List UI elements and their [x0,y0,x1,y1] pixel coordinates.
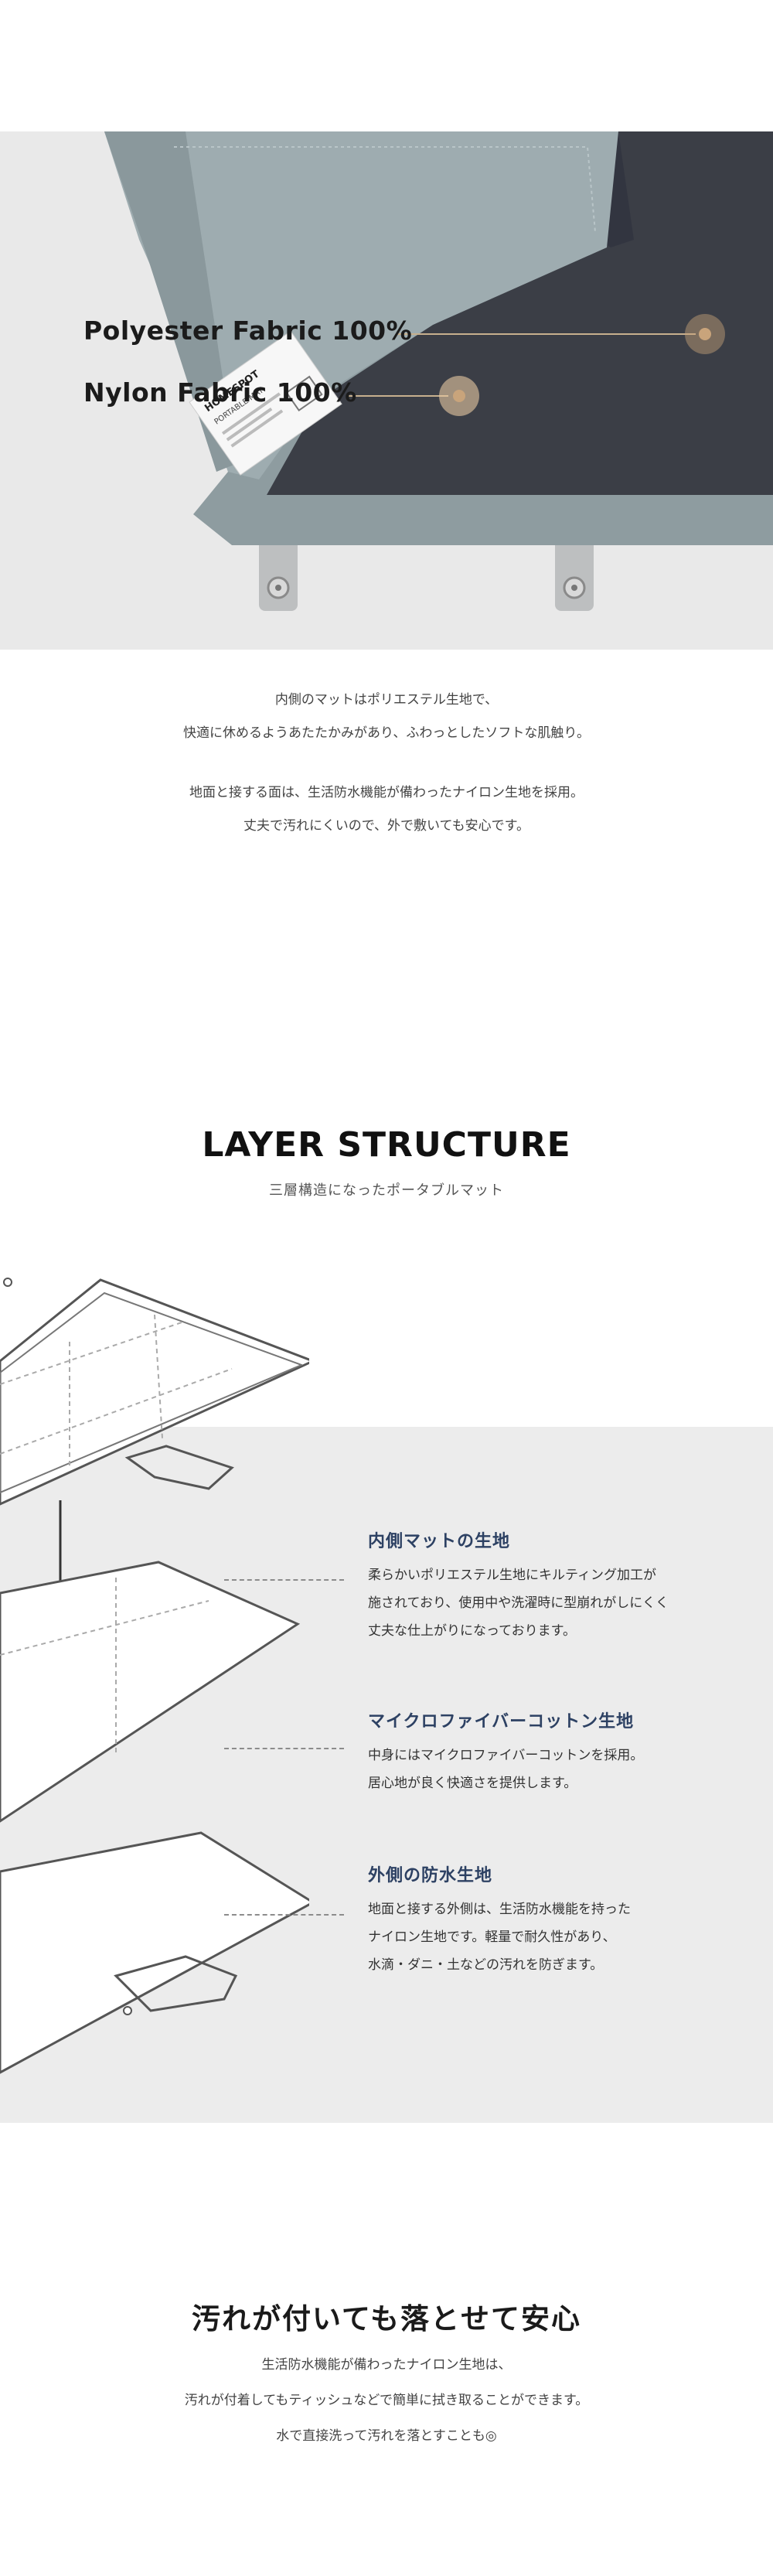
feature-line: 丈夫な仕上がりになっております。 [368,1623,576,1639]
feature-waterproof: 外側の防水生地 地面と接する外側は、生活防水機能を持った ナイロン生地です。軽量… [368,1861,754,1979]
feature-title: マイクロファイバーコットン生地 [368,1712,635,1732]
intro-paragraph-1: 内側のマットはポリエステル生地で、 快適に休めるようあたたかみがあり、ふわっとし… [0,684,773,750]
marker-dot-polyester [699,328,711,340]
layer-diagram [0,1278,309,2074]
layer-top-quilted [0,1278,309,1506]
feature-leader-3 [224,1914,344,1916]
mat-photo: HOMESPOT PORTABLE MAT [104,131,773,611]
intro-line: 内側のマットはポリエステル生地で、 [274,692,499,708]
feature-line: 中身にはマイクロファイバーコットンを採用。 [368,1748,644,1763]
feature-line: 水滴・ダニ・土などの汚れを防ぎます。 [368,1957,604,1973]
hero-section: HOMESPOT PORTABLE MAT Polyester Fabric 1… [0,131,773,650]
feature-line: ナイロン生地です。軽量で耐久性があり、 [368,1929,616,1945]
feature-leader-1 [224,1579,344,1581]
bottom-title: 汚れが付いても落とせて安心 [191,2302,582,2335]
label-polyester: Polyester Fabric 100% [83,316,413,346]
feature-line: 施されており、使用中や洗濯時に型崩れがしにくく [368,1595,669,1611]
layer-middle-microfiber [0,1561,301,1823]
label-nylon: Nylon Fabric 100% [83,377,357,408]
bottom-paragraph: 生活防水機能が備わったナイロン生地は、 汚れが付着してもティッシュなどで簡単に拭… [0,2347,773,2454]
feature-microfiber: マイクロファイバーコットン生地 中身にはマイクロファイバーコットンを採用。 居心… [368,1708,754,1797]
feature-leader-2 [224,1748,344,1749]
feature-title: 外側の防水生地 [368,1866,493,1885]
bottom-line: 生活防水機能が備わったナイロン生地は、 [261,2357,512,2373]
feature-inner-mat: 内側マットの生地 柔らかいポリエステル生地にキルティング加工が 施されており、使… [368,1527,754,1645]
bottom-line: 汚れが付着してもティッシュなどで簡単に拭き取ることができます。 [184,2393,589,2408]
feature-line: 居心地が良く快適さを提供します。 [368,1776,577,1791]
feature-line: 地面と接する外側は、生活防水機能を持った [368,1902,631,1917]
marker-dot-nylon [453,390,465,402]
feature-line: 柔らかいポリエステル生地にキルティング加工が [368,1568,656,1583]
feature-title: 内側マットの生地 [368,1532,511,1551]
product-tag: HOMESPOT PORTABLE MAT [189,330,342,476]
layer-bottom-nylon [0,1831,309,2074]
intro-paragraph-2: 地面と接する面は、生活防水機能が備わったナイロン生地を採用。 丈夫で汚れにくいの… [0,776,773,843]
intro-line: 地面と接する面は、生活防水機能が備わったナイロン生地を採用。 [189,785,584,800]
layer-subtitle: 三層構造になったポータブルマット [269,1182,504,1199]
layer-title: LAYER STRUCTURE [202,1125,571,1165]
intro-line: 丈夫で汚れにくいので、外で敷いても安心です。 [243,818,530,834]
intro-line: 快適に休めるようあたたかみがあり、ふわっとしたソフトな肌触り。 [183,725,590,741]
bottom-line: 水で直接洗って汚れを落とすことも◎ [276,2428,497,2444]
